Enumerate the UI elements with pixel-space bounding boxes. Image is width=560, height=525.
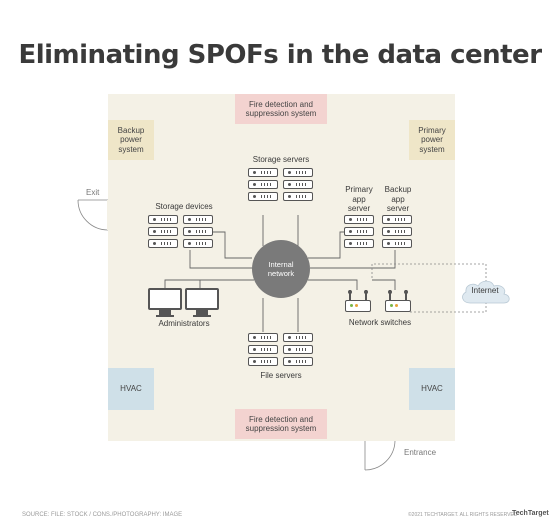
diagram-title: Eliminating SPOFs in the data center xyxy=(18,40,542,70)
storage-device-unit xyxy=(183,215,213,224)
fire-detection-bottom: Fire detection and suppression system xyxy=(235,409,327,439)
monitor-stand xyxy=(159,310,171,316)
internal-network-label: Internal network xyxy=(267,260,295,278)
antenna-icon xyxy=(404,290,408,301)
monitor-stand xyxy=(196,310,208,316)
backup-power-label: Backup power system xyxy=(117,125,145,154)
exit-door xyxy=(77,199,109,231)
file-server-unit xyxy=(283,333,313,342)
storage-device-unit xyxy=(183,227,213,236)
primary-app-server-label: Primary app server xyxy=(345,185,373,213)
administrators-label: Administrators xyxy=(158,319,210,328)
storage-devices-label: Storage devices xyxy=(155,202,213,211)
backup-app-server-unit xyxy=(382,227,412,236)
storage-device-unit xyxy=(148,239,178,248)
status-led-icon xyxy=(355,304,358,307)
antenna-icon xyxy=(364,290,368,301)
network-switches-label: Network switches xyxy=(348,318,412,327)
file-server-unit xyxy=(248,333,278,342)
storage-device-unit xyxy=(148,227,178,236)
fire-detection-top: Fire detection and suppression system xyxy=(235,94,327,124)
storage-server-unit xyxy=(283,192,313,201)
primary-app-server-unit xyxy=(344,215,374,224)
file-server-unit xyxy=(283,357,313,366)
storage-server-unit xyxy=(248,180,278,189)
backup-power-system: Backup power system xyxy=(108,120,154,160)
primary-power-label: Primary power system xyxy=(418,125,446,154)
link-storage-servers xyxy=(262,215,299,246)
link-file-servers xyxy=(262,298,299,332)
status-led-icon xyxy=(395,304,398,307)
monitor-base xyxy=(193,315,211,317)
antenna-icon xyxy=(348,290,352,301)
file-servers-label: File servers xyxy=(260,371,302,380)
link-app-servers xyxy=(308,231,396,269)
status-led-icon xyxy=(390,304,393,307)
storage-server-unit xyxy=(283,180,313,189)
monitor-icon xyxy=(185,288,219,310)
cloud-icon xyxy=(462,280,510,304)
fire-detection-bottom-label: Fire detection and suppression system xyxy=(245,414,317,434)
exit-label: Exit xyxy=(86,188,100,197)
entrance-label: Entrance xyxy=(404,448,437,457)
monitor-icon xyxy=(148,288,182,310)
backup-app-server-label: Backup app server xyxy=(384,185,412,213)
hvac-left-label: HVAC xyxy=(120,384,142,394)
file-server-unit xyxy=(283,345,313,354)
primary-power-system: Primary power system xyxy=(409,120,455,160)
storage-device-unit xyxy=(148,215,178,224)
monitor-base xyxy=(156,315,174,317)
status-led-icon xyxy=(350,304,353,307)
copyright-notice: ©2021 TECHTARGET. ALL RIGHTS RESERVED xyxy=(408,512,518,518)
brand-logo: TechTarget xyxy=(512,510,549,517)
link-internet xyxy=(371,263,487,313)
file-server-unit xyxy=(248,357,278,366)
storage-server-unit xyxy=(283,168,313,177)
fire-detection-top-label: Fire detection and suppression system xyxy=(245,99,317,119)
network-switch-icon xyxy=(345,300,371,312)
backup-app-server-unit xyxy=(382,215,412,224)
primary-app-server-unit xyxy=(344,239,374,248)
storage-server-unit xyxy=(248,168,278,177)
link-storage-devices xyxy=(189,231,254,269)
internal-network-hub: Internal network xyxy=(252,240,310,298)
primary-app-server-unit xyxy=(344,227,374,236)
link-network-switches xyxy=(308,279,396,290)
source-credit: SOURCE: FILE: STOCK / CONS./PHOTOGRAPHY:… xyxy=(22,512,183,518)
storage-server-unit xyxy=(248,192,278,201)
storage-servers-label: Storage servers xyxy=(252,155,310,164)
antenna-icon xyxy=(388,290,392,301)
file-server-unit xyxy=(248,345,278,354)
hvac-right: HVAC xyxy=(409,368,455,410)
storage-device-unit xyxy=(183,239,213,248)
entrance-door xyxy=(364,440,396,471)
internet-label: Internet xyxy=(471,286,499,295)
hvac-right-label: HVAC xyxy=(421,384,443,394)
backup-app-server-unit xyxy=(382,239,412,248)
network-switch-icon xyxy=(385,300,411,312)
hvac-left: HVAC xyxy=(108,368,154,410)
